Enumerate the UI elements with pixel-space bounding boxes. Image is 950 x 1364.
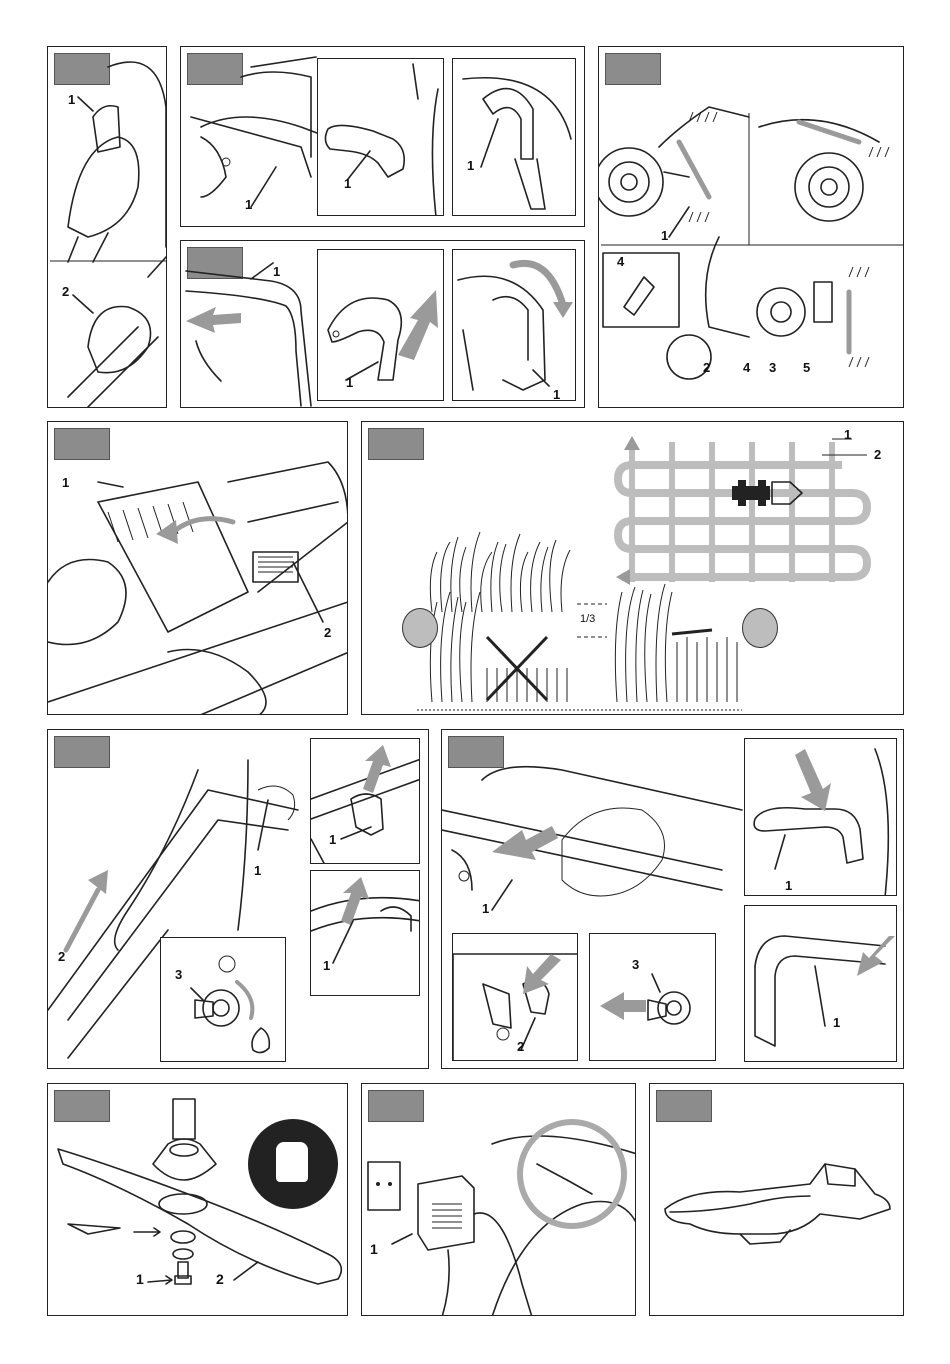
cut-fraction-label: 1/3 xyxy=(580,614,595,625)
callout-label: 1 xyxy=(254,864,261,877)
handle-release-drawing xyxy=(745,906,897,1062)
handle-piece-drawing xyxy=(318,59,444,216)
battery-charging-illustration xyxy=(362,1084,636,1316)
release-detail-a: 1 xyxy=(317,249,444,401)
key-remove-drawing xyxy=(590,934,716,1061)
callout-label: 2 xyxy=(517,1040,524,1053)
callout-label: 3 xyxy=(769,361,776,374)
face-angry-icon xyxy=(402,608,438,648)
figure-panel-3: 1 1 1 xyxy=(180,240,585,408)
mulching-plug-illustration xyxy=(650,1084,904,1316)
figure-panel-5: 1 2 xyxy=(47,421,348,715)
callout-label: 1 xyxy=(467,159,474,172)
callout-label: 4 xyxy=(617,255,624,268)
figure-panel-1: 1 2 xyxy=(47,46,167,408)
callout-label: 1 xyxy=(273,265,280,278)
start-lever-detail-a: 1 xyxy=(310,738,420,864)
callout-label: 1 xyxy=(245,198,252,211)
lever-pull-drawing xyxy=(311,871,420,996)
callout-label: 1 xyxy=(833,1016,840,1029)
figure-panel-8: 1 1 1 2 xyxy=(441,729,904,1069)
callout-label: 3 xyxy=(632,958,639,971)
callout-label: 5 xyxy=(803,361,810,374)
callout-label: 1 xyxy=(482,902,489,915)
figure-panel-11 xyxy=(649,1083,904,1316)
figure-panel-2: 1 1 1 xyxy=(180,46,585,227)
callout-label: 1 xyxy=(68,93,75,106)
mowing-pattern-illustration xyxy=(362,422,904,715)
start-lever-detail-b: 1 xyxy=(310,870,420,996)
callout-label: 2 xyxy=(58,950,65,963)
blade-assembly-illustration xyxy=(48,1084,348,1316)
handle-detail-b: 1 xyxy=(452,58,576,216)
wall-socket-icon xyxy=(368,1162,400,1210)
figure-panel-10: 1 xyxy=(361,1083,636,1316)
release-detail-b: 1 xyxy=(452,249,576,401)
ignition-key-drawing xyxy=(161,938,286,1062)
callout-label: 1 xyxy=(370,1242,378,1256)
lever-grip-drawing xyxy=(311,739,420,864)
engine-lever-detail: 2 xyxy=(452,933,578,1061)
callout-label: 1 xyxy=(329,833,336,846)
figure-panel-6: 1 2 1/3 xyxy=(361,421,904,715)
key-remove-detail: 3 xyxy=(589,933,716,1061)
callout-label: 2 xyxy=(62,285,69,298)
figure-panel-7: 2 1 1 1 3 xyxy=(47,729,429,1069)
callout-label: 1 xyxy=(661,229,668,242)
figure-panel-9: 1 2 xyxy=(47,1083,348,1316)
callout-label: 3 xyxy=(175,968,182,981)
handle-pivot-drawing xyxy=(453,250,576,401)
callout-label: 2 xyxy=(703,361,710,374)
throttle-lever-illustration xyxy=(48,47,167,408)
callout-label: 1 xyxy=(344,177,351,190)
engine-lever-drawing xyxy=(453,934,578,1061)
cutting-height-illustration xyxy=(599,47,904,408)
handle-detail-a: 1 xyxy=(317,58,444,216)
callout-label: 1 xyxy=(844,428,851,441)
gloves-icon xyxy=(276,1142,308,1182)
stop-lever-detail-a: 1 xyxy=(744,738,897,896)
stop-lever-drawing xyxy=(745,739,897,896)
grass-box-illustration xyxy=(48,422,348,715)
release-lever-drawing xyxy=(318,250,444,401)
callout-label: 1 xyxy=(62,476,69,489)
key-detail: 3 xyxy=(160,937,286,1062)
figure-panel-4: 1 4 2 4 3 5 xyxy=(598,46,904,408)
stop-lever-detail-b: 1 xyxy=(744,905,897,1062)
callout-label: 1 xyxy=(323,959,330,972)
callout-label: 1 xyxy=(346,376,353,389)
callout-label: 2 xyxy=(874,448,881,461)
callout-label: 1 xyxy=(785,879,792,892)
callout-label: 2 xyxy=(324,626,331,639)
callout-label: 4 xyxy=(743,361,750,374)
face-happy-icon xyxy=(742,608,778,648)
callout-label: 1 xyxy=(553,388,560,401)
callout-label: 1 xyxy=(136,1272,144,1286)
callout-label: 2 xyxy=(216,1272,224,1286)
charger-icon xyxy=(418,1176,474,1250)
handle-clip-drawing xyxy=(453,59,576,216)
